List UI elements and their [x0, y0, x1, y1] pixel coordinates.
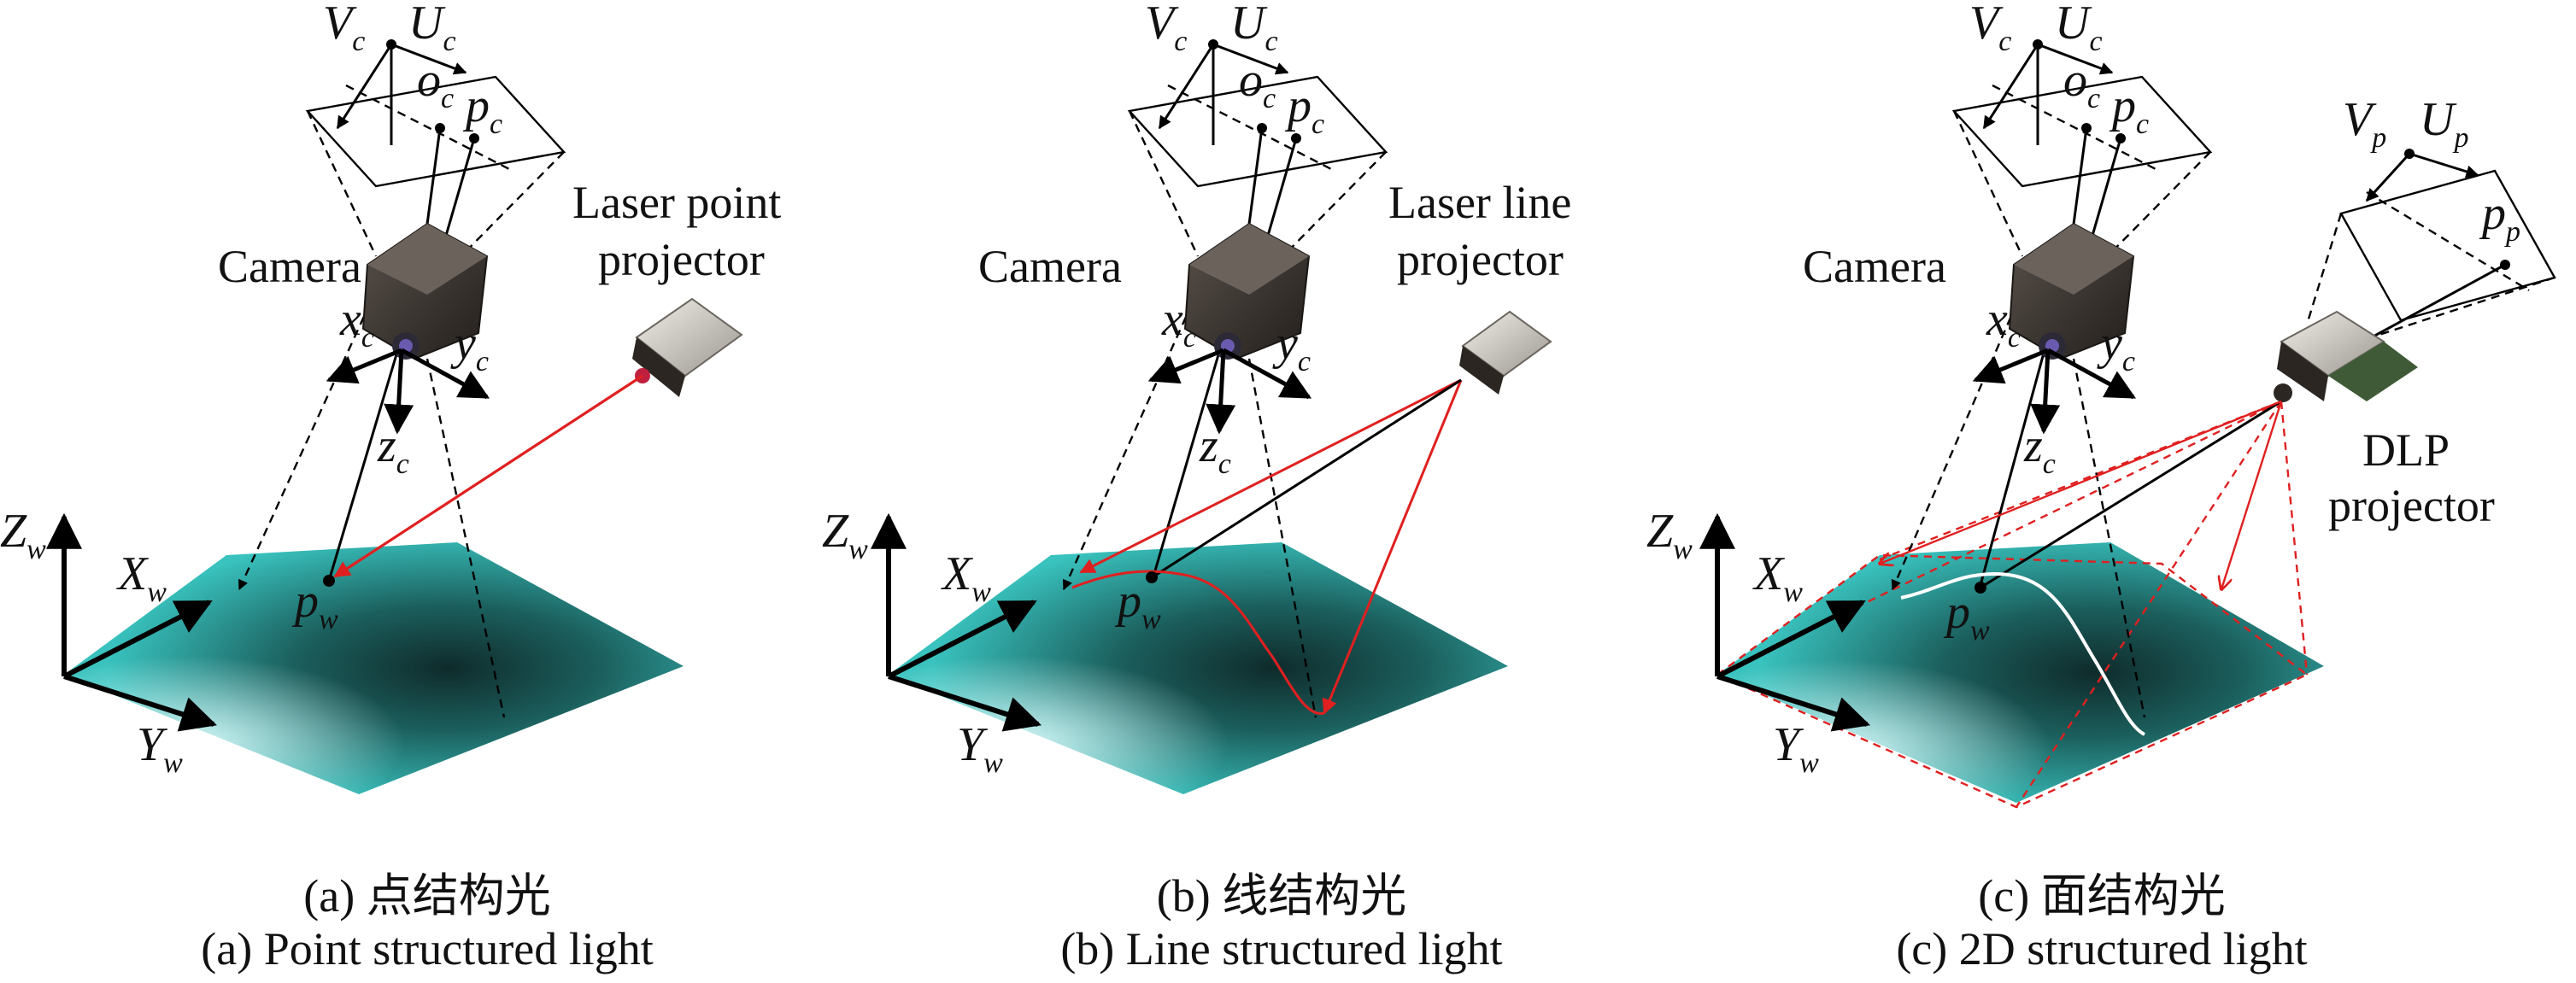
label-Zw: Zw	[0, 505, 46, 565]
label-projector-line1: Laser point	[572, 177, 781, 228]
projector-point-dot	[2500, 260, 2510, 270]
label-Yw: Yw	[957, 718, 1003, 779]
world-axes	[1699, 512, 1871, 732]
camera-origin-dot	[386, 39, 396, 50]
label-xc: xc	[1161, 293, 1196, 354]
label-camera: Camera	[978, 241, 1122, 292]
label-Up: Up	[2420, 93, 2468, 154]
label-zc: zc	[2023, 419, 2056, 480]
camera-frustum-lines	[238, 110, 565, 718]
label-pc: pc	[2109, 79, 2149, 140]
label-Uc: Uc	[1230, 0, 1278, 57]
camera-icon	[1183, 222, 1311, 360]
caption-cn: (a) 点结构光	[303, 870, 551, 922]
panel-b	[871, 39, 1552, 794]
label-oc: oc	[417, 54, 454, 114]
label-camera: Camera	[218, 241, 361, 292]
panel-c	[1699, 39, 2556, 809]
label-camera: Camera	[1803, 241, 1946, 292]
label-Yw: Yw	[137, 718, 183, 779]
label-Uc: Uc	[408, 0, 456, 57]
world-axes	[871, 512, 1042, 732]
label-pp: pp	[2479, 187, 2520, 248]
camera-icon	[361, 222, 489, 360]
camera-frustum-lines	[1062, 110, 1387, 718]
projected-stripe-curve	[1900, 571, 2146, 736]
caption-a: (a) 点结构光 (a) Point structured light	[0, 869, 854, 975]
label-projector-line2: projector	[2328, 480, 2495, 531]
label-zc: zc	[377, 419, 409, 480]
caption-en: (a) Point structured light	[201, 923, 654, 974]
label-zc: zc	[1199, 419, 1231, 480]
label-Vc: Vc	[1145, 0, 1187, 57]
camera-icon	[2008, 222, 2135, 360]
caption-cn: (b) 线结构光	[1156, 870, 1407, 922]
laser-point-projector-icon	[632, 297, 743, 397]
laser-line-projector-icon	[1459, 310, 1552, 395]
label-Xw: Xw	[116, 547, 167, 608]
camera-origin-dot	[2033, 39, 2043, 50]
measured-surface	[64, 542, 684, 794]
camera-frustum-lines	[1891, 110, 2211, 718]
camera-axes	[1972, 348, 2137, 435]
projector-origin-dot	[2404, 149, 2415, 159]
camera-axes	[1147, 348, 1312, 435]
label-xc: xc	[1986, 293, 2021, 354]
camera-axes	[326, 348, 490, 435]
label-Uc: Uc	[2055, 0, 2103, 57]
label-yc: yc	[450, 317, 489, 377]
label-Xw: Xw	[1752, 547, 1803, 608]
label-pw: pw	[1943, 586, 1990, 647]
world-axes	[46, 512, 218, 732]
label-yc: yc	[1272, 317, 1311, 377]
world-point-dot	[1975, 582, 1986, 594]
caption-b: (b) 线结构光 (b) Line structured light	[854, 869, 1709, 975]
label-oc: oc	[2063, 54, 2100, 114]
label-Vc: Vc	[323, 0, 365, 57]
label-Vc: Vc	[1969, 0, 2011, 57]
label-Zw: Zw	[1646, 505, 1693, 565]
label-projector-line2: projector	[1397, 234, 1564, 285]
caption-c: (c) 面结构光 (c) 2D structured light	[1675, 869, 2529, 975]
label-Zw: Zw	[822, 505, 868, 565]
label-Vp: Vp	[2343, 93, 2386, 154]
label-pc: pc	[1284, 79, 1324, 140]
label-Xw: Xw	[941, 547, 991, 608]
label-pw: pw	[291, 575, 338, 635]
label-projector-line1: DLP	[2362, 424, 2450, 476]
label-yc: yc	[2097, 317, 2135, 377]
measured-surface	[889, 542, 1508, 794]
label-pc: pc	[462, 79, 502, 140]
caption-en: (c) 2D structured light	[1896, 923, 2308, 974]
measured-surface	[1717, 542, 2324, 803]
label-projector-line1: Laser line	[1388, 177, 1571, 228]
caption-en: (b) Line structured light	[1060, 923, 1503, 974]
laser-beam	[333, 374, 643, 578]
camera-origin-dot	[1208, 39, 1218, 50]
world-point-dot	[1146, 571, 1158, 583]
label-Yw: Yw	[1773, 718, 1819, 779]
laser-stripe-curve	[1071, 570, 1325, 716]
caption-cn: (c) 面结构光	[1978, 870, 2226, 922]
label-pw: pw	[1114, 575, 1161, 635]
label-oc: oc	[1239, 54, 1276, 114]
world-point-dot	[323, 575, 335, 587]
label-xc: xc	[339, 293, 374, 354]
dlp-projector-icon	[2274, 310, 2418, 402]
panel-a	[46, 39, 743, 794]
label-projector-line2: projector	[598, 234, 765, 285]
laser-plane-beams	[1079, 378, 1463, 715]
